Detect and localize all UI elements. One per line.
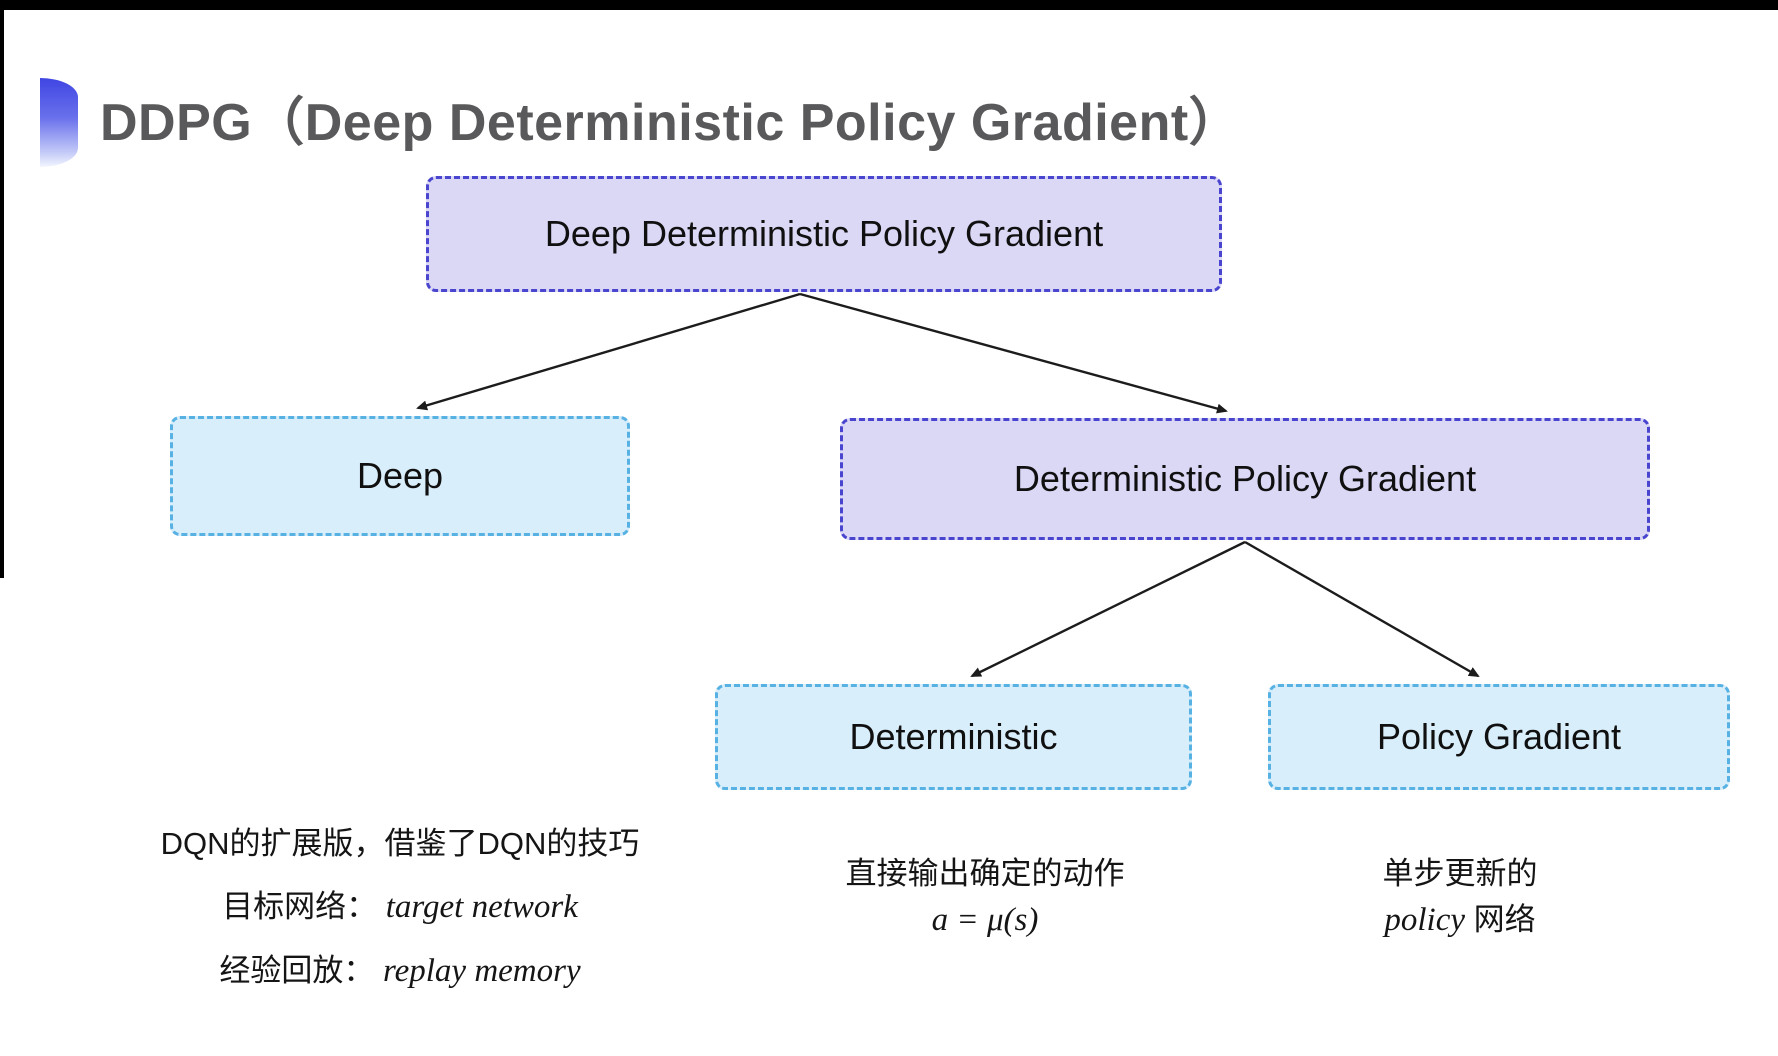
node-deterministic: Deterministic — [715, 684, 1192, 790]
arrow-root-to-deep — [416, 292, 801, 411]
note-policy-gradient-suffix: 网络 — [1473, 902, 1536, 937]
node-deterministic-label: Deterministic — [849, 716, 1058, 757]
title-accent-icon — [40, 78, 78, 167]
node-deep-label: Deep — [356, 455, 444, 496]
frame-left-border — [0, 0, 4, 578]
node-root: Deep Deterministic Policy Gradient — [426, 176, 1222, 292]
note-deep: DQN的扩展版，借鉴了DQN的技巧 目标网络： target network 经… — [145, 812, 655, 1003]
note-deep-line3-term: replay memory — [382, 953, 581, 989]
note-deep-line2: 目标网络： target network — [145, 875, 655, 939]
node-policy-gradient: Policy Gradient — [1268, 684, 1730, 790]
note-deep-line3: 经验回放： replay memory — [145, 939, 655, 1003]
note-policy-gradient: 单步更新的 policy 网络 — [1210, 851, 1710, 943]
note-deterministic-line1: 直接输出确定的动作 — [845, 856, 1125, 891]
note-policy-gradient-line2: policy 网络 — [1210, 897, 1710, 943]
slide-title: DDPG（Deep Deterministic Policy Gradient） — [100, 94, 1242, 152]
arrow-dpg-to-deterministic — [970, 540, 1246, 678]
node-root-label: Deep Deterministic Policy Gradient — [544, 213, 1104, 254]
note-deep-line2-term: target network — [385, 889, 578, 925]
note-deep-line2-label: 目标网络： — [222, 889, 378, 924]
frame-top-border — [0, 0, 1778, 10]
node-deterministic-policy-gradient: Deterministic Policy Gradient — [840, 418, 1650, 540]
arrow-root-to-dpg — [799, 292, 1228, 414]
note-deterministic-formula: a = μ(s) — [931, 902, 1039, 938]
note-deterministic: 直接输出确定的动作 a = μ(s) — [735, 851, 1235, 943]
note-deep-line1: DQN的扩展版，借鉴了DQN的技巧 — [160, 826, 640, 861]
node-policy-gradient-label: Policy Gradient — [1376, 716, 1622, 757]
note-deep-line3-label: 经验回放： — [219, 953, 375, 988]
note-policy-gradient-term: policy — [1384, 902, 1465, 938]
arrow-dpg-to-policy-gradient — [1244, 540, 1480, 678]
node-dpg-label: Deterministic Policy Gradient — [1013, 458, 1477, 499]
node-deep: Deep — [170, 416, 630, 536]
note-policy-gradient-line1: 单步更新的 — [1382, 856, 1538, 891]
